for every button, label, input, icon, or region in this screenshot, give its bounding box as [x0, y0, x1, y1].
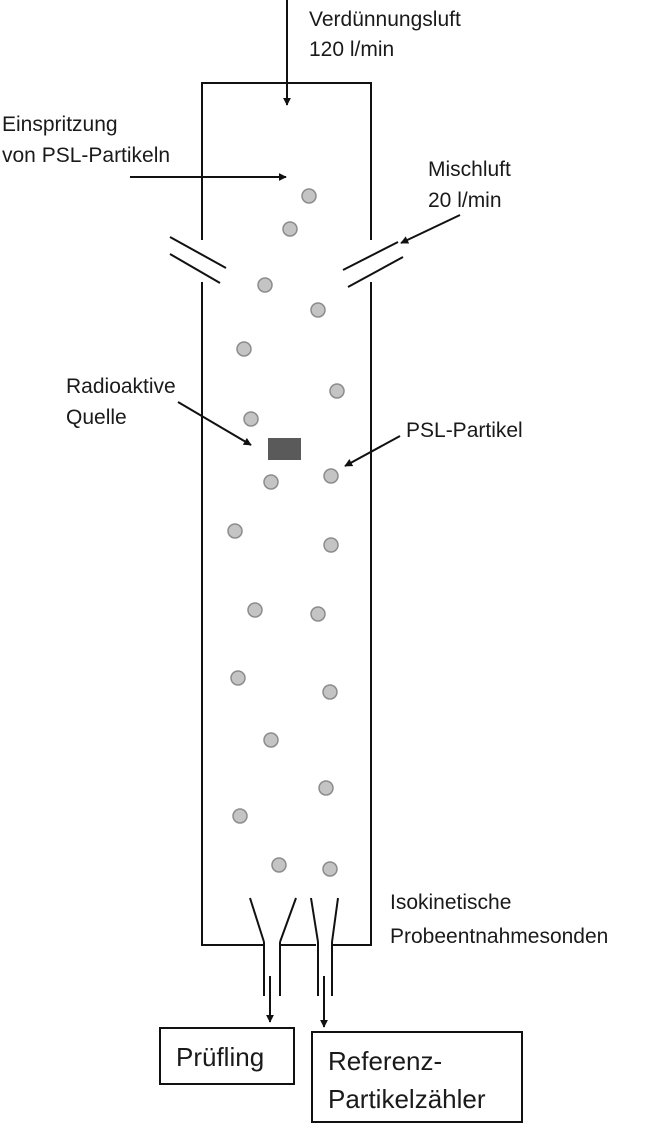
- dilution-air-label-2: 120 l/min: [309, 38, 394, 61]
- reference-counter-label-1: Referenz-: [328, 1046, 442, 1076]
- particle: [227, 523, 243, 539]
- particle: [243, 411, 259, 427]
- mixing-air-label-2: 20 l/min: [428, 189, 502, 212]
- particle: [263, 732, 279, 748]
- particle: [329, 383, 345, 399]
- mixing-air-arrow: [400, 214, 461, 244]
- psl-particle-label: PSL-Partikel: [406, 419, 523, 442]
- particle: [236, 341, 252, 357]
- psl-particles: [227, 188, 345, 877]
- radioactive-source: [268, 438, 301, 460]
- probes-label-2: Probeentnahmesonden: [390, 925, 608, 948]
- particle: [271, 857, 287, 873]
- radioactive-source-label-1: Radioaktive: [66, 375, 176, 398]
- particle: [310, 302, 326, 318]
- reference-counter-label-2: Partikelzähler: [328, 1084, 486, 1114]
- particle: [282, 221, 298, 237]
- left-mixing-inlet: [169, 236, 227, 284]
- mixing-air-label-1: Mischluft: [428, 158, 511, 181]
- dilution-air-label-1: Verdünnungsluft: [309, 8, 461, 31]
- particle: [257, 277, 273, 293]
- particle: [247, 602, 263, 618]
- device-under-test-box: [159, 1027, 295, 1085]
- particle: [318, 780, 334, 796]
- particle: [322, 684, 338, 700]
- particle: [323, 537, 339, 553]
- particle: [230, 670, 246, 686]
- particle: [263, 474, 279, 490]
- radioactive-source-arrow: [177, 401, 252, 446]
- particle: [322, 861, 338, 877]
- particle: [310, 606, 326, 622]
- injection-label-2: von PSL-Partikeln: [2, 144, 170, 167]
- radioactive-source-label-2: Quelle: [66, 406, 127, 429]
- particle: [232, 808, 248, 824]
- right-mixing-inlet: [342, 240, 404, 288]
- particle: [301, 188, 317, 204]
- reference-counter-box: [311, 1031, 523, 1123]
- particle: [323, 468, 339, 484]
- right-probe: [310, 897, 339, 1028]
- probes-label-1: Isokinetische: [390, 891, 511, 914]
- psl-particle-arrow: [344, 435, 401, 467]
- injection-label-1: Einspritzung: [2, 113, 118, 136]
- left-probe: [249, 897, 297, 1023]
- test-column: [201, 82, 372, 946]
- device-under-test-label: Prüfling: [176, 1042, 264, 1072]
